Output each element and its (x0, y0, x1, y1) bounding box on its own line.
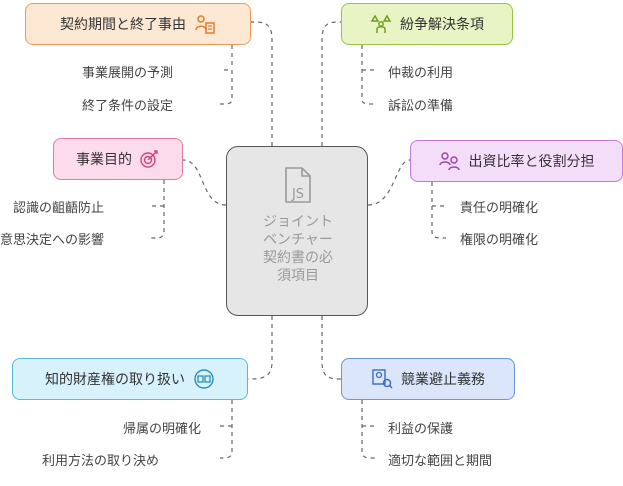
topic-ratio[interactable]: 出資比率と役割分担 (410, 140, 623, 182)
topic-contract-period[interactable]: 契約期間と終了事由 (25, 3, 251, 45)
leaf-contract-termination: 終了条件の設定 (82, 99, 174, 114)
leaf-noncompete-scope: 適切な範囲と期間 (388, 454, 493, 469)
topic-label: 紛争解決条項 (400, 17, 484, 33)
svg-text:JS: JS (291, 187, 304, 202)
connector-ip (247, 316, 273, 380)
topic-label: 契約期間と終了事由 (60, 17, 186, 33)
leaf-ip-usage: 利用方法の取り決め (42, 454, 160, 469)
ip-transfer-icon (194, 369, 214, 389)
connector-contract-period (250, 21, 273, 146)
person-search-icon (372, 369, 393, 389)
leaf-ratio-responsibility: 責任の明確化 (460, 201, 539, 216)
people-roles-icon (438, 152, 460, 171)
leaf-noncompete-interest: 利益の保護 (388, 422, 454, 437)
topic-label: 知的財産権の取り扱い (45, 372, 185, 388)
topic-ip[interactable]: 知的財産権の取り扱い (12, 358, 248, 400)
central-title: ジョイント ベンチャー 契約書の必 須項目 (263, 214, 333, 284)
topic-purpose[interactable]: 事業目的 (53, 138, 183, 180)
leaf-contract-forecast: 事業展開の予測 (82, 66, 174, 81)
leaf-purpose-decision: 意思決定への影響 (0, 233, 105, 248)
connector-ratio (367, 159, 411, 206)
connector-dispute (321, 21, 342, 146)
topic-label: 出資比率と役割分担 (468, 154, 595, 170)
leaf-dispute-litigation: 訴訟の準備 (388, 99, 454, 114)
connector-noncompete (321, 316, 342, 380)
document-icon: JS (285, 167, 311, 203)
target-icon (140, 150, 158, 168)
topic-label: 競業避止義務 (401, 372, 485, 388)
connector-purpose (182, 159, 227, 206)
topic-noncompete[interactable]: 競業避止義務 (341, 358, 515, 400)
topic-dispute[interactable]: 紛争解決条項 (341, 3, 513, 45)
central-node: JS ジョイント ベンチャー 契約書の必 須項目 (226, 146, 368, 316)
leaf-ratio-authority: 権限の明確化 (460, 233, 539, 248)
people-document-icon (195, 15, 215, 34)
leaf-dispute-arbitration: 仲裁の利用 (388, 66, 454, 81)
topic-label: 事業目的 (76, 152, 132, 168)
people-scale-icon (370, 14, 392, 33)
leaf-ip-ownership: 帰属の明確化 (123, 422, 202, 437)
leaf-purpose-misunderstanding: 認識の齟齬防止 (13, 201, 105, 216)
